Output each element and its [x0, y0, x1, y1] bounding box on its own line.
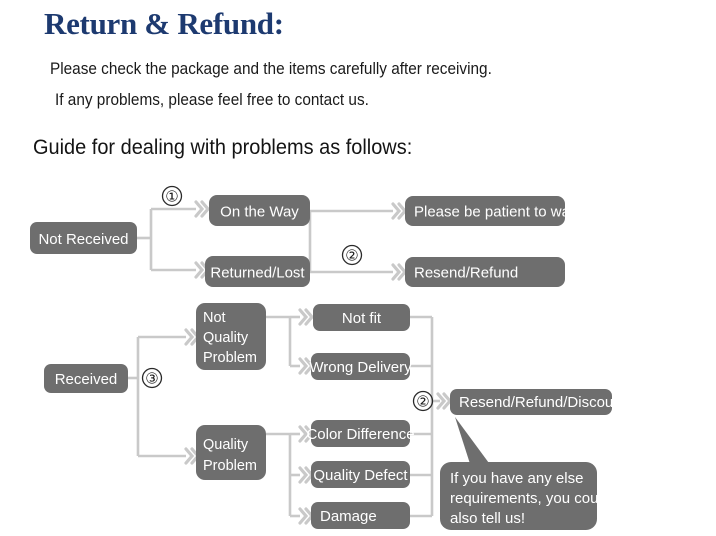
arrow-icon	[391, 202, 407, 220]
node-label: Returned/Lost	[210, 265, 305, 282]
node-label: Color Difference	[306, 426, 414, 443]
marker-label: ②	[416, 395, 429, 411]
arrow-icon	[391, 263, 407, 281]
node-label-line1: Quality	[203, 437, 249, 453]
node-please-be-patient: Please be patient to wait	[405, 196, 578, 226]
node-resend-refund: Resend/Refund	[405, 257, 565, 287]
node-label-line1: Not	[203, 310, 226, 326]
node-resend-refund-discount: Resend/Refund/Discount	[450, 389, 627, 415]
node-not-fit: Not fit	[313, 304, 410, 331]
marker-three: ③	[141, 367, 163, 389]
node-color-difference: Color Difference	[306, 420, 415, 447]
node-label: Wrong Delivery	[309, 359, 412, 376]
node-label: Quality Defect	[313, 467, 408, 484]
connectors-quality	[266, 432, 300, 518]
node-quality-defect: Quality Defect	[311, 461, 410, 488]
marker-label: ③	[145, 372, 158, 388]
node-returned-lost: Returned/Lost	[205, 256, 310, 287]
node-received: Received	[44, 364, 128, 393]
node-label: Not Received	[38, 231, 128, 248]
connectors-received	[128, 335, 186, 458]
node-not-received: Not Received	[30, 222, 137, 254]
marker-label: ②	[345, 249, 358, 265]
node-label-line2: Quality	[203, 330, 249, 346]
instruction-line-2: If any problems, please feel free to con…	[55, 91, 369, 109]
arrow-icon	[298, 466, 314, 484]
node-quality-problem: Quality Problem	[196, 425, 266, 480]
node-damage: Damage	[311, 502, 410, 529]
arrow-icon	[194, 200, 210, 218]
connectors-not-received	[137, 207, 196, 272]
node-label: Resend/Refund	[414, 265, 518, 282]
arrow-icon	[298, 308, 314, 326]
connectors-not-quality	[266, 315, 300, 368]
bubble-line-2: requirements, you could	[450, 490, 610, 507]
bubble-line-3: also tell us!	[450, 510, 525, 527]
connectors-to-discount	[410, 315, 440, 518]
arrow-icon	[298, 507, 314, 525]
page-title: Return & Refund:	[44, 6, 284, 41]
node-label: Damage	[320, 508, 377, 525]
marker-two-bottom: ②	[412, 390, 434, 412]
node-label: On the Way	[220, 204, 299, 221]
marker-label: ①	[165, 190, 178, 206]
node-label-line3: Problem	[203, 350, 257, 366]
node-label-line2: Problem	[203, 458, 257, 474]
speech-bubble-callout: If you have any else requirements, you c…	[440, 417, 610, 530]
node-not-quality-problem: Not Quality Problem	[196, 303, 266, 370]
node-label: Please be patient to wait	[414, 204, 578, 221]
node-wrong-delivery: Wrong Delivery	[309, 353, 412, 380]
node-label: Resend/Refund/Discount	[459, 394, 627, 411]
marker-one: ①	[161, 185, 183, 207]
node-label: Not fit	[342, 310, 382, 327]
instruction-line-1: Please check the package and the items c…	[50, 60, 492, 78]
node-on-the-way: On the Way	[209, 195, 310, 226]
connectors-to-resend	[308, 211, 393, 274]
marker-two-top: ②	[341, 244, 363, 266]
bubble-line-1: If you have any else	[450, 470, 583, 487]
node-label: Received	[55, 371, 118, 388]
guide-heading: Guide for dealing with problems as follo…	[33, 136, 413, 159]
